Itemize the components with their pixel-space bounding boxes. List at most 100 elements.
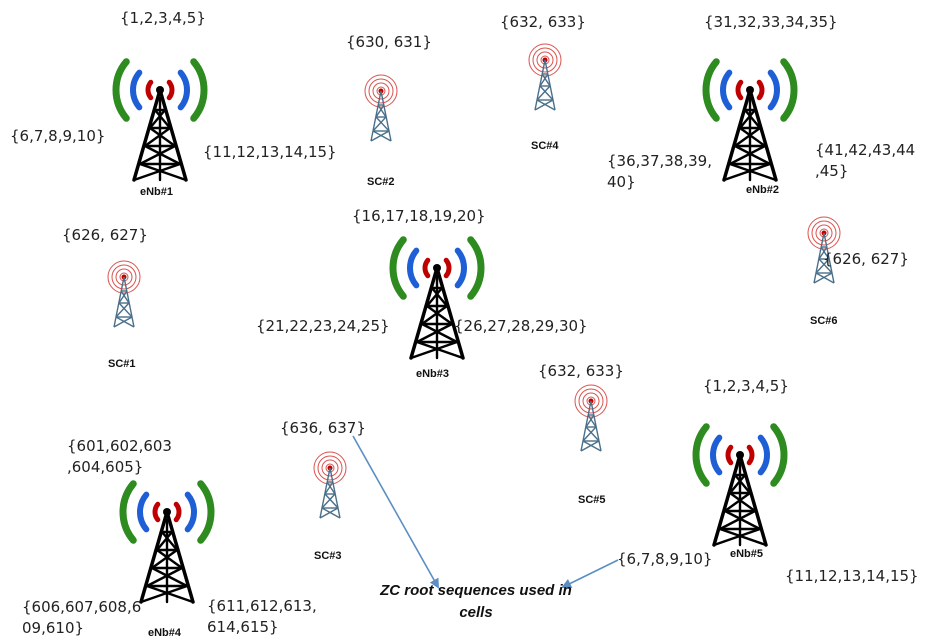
small-tower-strut: [120, 290, 130, 304]
small-tower-strut: [815, 258, 830, 274]
tower-strut: [155, 530, 174, 552]
signal-ring-3: [364, 74, 398, 108]
wave-left-1: [720, 69, 733, 111]
sc2-label: {630, 631}: [346, 33, 432, 51]
wave-left-0: [145, 79, 154, 101]
wave-left-2: [702, 58, 720, 122]
wave-right-2: [467, 236, 485, 300]
tower-strut: [132, 88, 162, 182]
signal-ring-2: [317, 455, 343, 481]
enb2-label-right: {41,42,43,44 ,45}: [815, 141, 916, 180]
tower-strut: [150, 548, 179, 570]
tower-strut: [139, 584, 189, 604]
small-tower-strut: [818, 258, 833, 274]
tower-strut: [145, 584, 195, 604]
wave-right-1: [177, 69, 190, 111]
tower-strut: [718, 527, 768, 547]
tower-strut: [138, 144, 177, 166]
small-tower-strut: [534, 99, 554, 111]
tower-strut: [718, 509, 757, 531]
signal-ring-3: [313, 451, 347, 485]
tower-strut: [409, 266, 439, 360]
wave-right-1: [757, 434, 770, 476]
sc5-label: {632, 633}: [538, 362, 624, 380]
signal-ring-0: [540, 55, 550, 65]
enb3-label-right: {26,27,28,29,30}: [454, 317, 588, 335]
tower-strut: [430, 286, 449, 308]
tower-strut: [738, 108, 757, 130]
tower-strut: [722, 88, 752, 182]
tower-strut: [748, 88, 778, 182]
tower-strut: [153, 108, 172, 130]
annotation-text: ZC root sequences used in cells: [356, 580, 596, 624]
small-tower-strut: [324, 493, 339, 509]
small-cell-1-icon: [107, 260, 141, 328]
enb-tower-2-icon: [702, 58, 798, 182]
signal-ring-1: [815, 224, 833, 242]
small-tower-strut: [115, 316, 135, 328]
signal-ring-0: [119, 272, 129, 282]
small-tower-strut: [115, 302, 130, 318]
tower-strut: [145, 566, 184, 588]
enb3-label-top: {16,17,18,19,20}: [352, 207, 486, 225]
small-tower-strut: [321, 493, 336, 509]
tower-strut: [420, 304, 449, 326]
small-tower-strut: [539, 85, 554, 101]
tower-strut: [143, 126, 172, 148]
tower-strut: [733, 473, 752, 495]
small-tower-strut: [582, 440, 602, 452]
signal-ring-1: [115, 268, 133, 286]
small-tower-strut: [377, 104, 387, 118]
small-tower-strut: [536, 99, 556, 111]
wave-right-0: [166, 79, 175, 101]
enb5-label-right: {11,12,13,14,15}: [785, 567, 919, 585]
tower-strut: [138, 162, 188, 182]
small-tower-strut: [536, 85, 551, 101]
annotation-line-1: ZC root sequences used in: [380, 582, 572, 599]
enb-tower-3-icon: [389, 236, 485, 360]
small-tower-strut: [118, 302, 133, 318]
signal-ring-3: [807, 216, 841, 250]
wave-left-2: [112, 58, 130, 122]
small-tower-strut: [585, 414, 595, 428]
tower-strut: [143, 144, 182, 166]
signal-ring-1: [372, 82, 390, 100]
wave-left-0: [152, 501, 161, 523]
signal-ring-2: [578, 388, 604, 414]
sc1-label: {626, 627}: [62, 226, 148, 244]
tower-strut: [158, 88, 188, 182]
wave-right-1: [184, 491, 197, 533]
tower-strut: [728, 144, 767, 166]
enb4-label-left: {606,607,608,6 09,610}: [22, 598, 142, 637]
small-tower-strut: [118, 290, 128, 304]
sc6-label: {626, 627}: [823, 250, 909, 268]
tower-strut: [415, 322, 454, 344]
wave-left-1: [407, 247, 420, 289]
enb2-label-left: {36,37,38,39, 40}: [607, 152, 712, 191]
enb1-label-right: {11,12,13,14,15}: [203, 143, 337, 161]
tower-strut: [722, 162, 772, 182]
wave-left-0: [725, 444, 734, 466]
tower-strut: [723, 509, 762, 531]
signal-ring-0: [325, 463, 335, 473]
enb1-label-left: {6,7,8,9,10}: [10, 127, 106, 145]
small-cell-3-icon: [313, 451, 347, 519]
tower-strut: [728, 473, 747, 495]
tower-strut: [733, 144, 772, 166]
small-tower-strut: [541, 73, 551, 87]
small-tower-strut: [815, 272, 835, 284]
signal-ring-1: [582, 392, 600, 410]
small-tower-strut: [321, 507, 341, 519]
enb4-caption: eNb#4: [148, 627, 182, 639]
small-tower-strut: [582, 426, 597, 442]
tower-strut: [409, 340, 459, 360]
enb5-label-top: {1,2,3,4,5}: [703, 377, 789, 395]
wave-left-2: [389, 236, 407, 300]
sc5-caption: SC#5: [578, 494, 606, 506]
small-tower-strut: [326, 481, 336, 495]
tower-strut: [733, 126, 762, 148]
signal-ring-0: [586, 396, 596, 406]
enb5-label-left: {6,7,8,9,10}: [617, 550, 713, 568]
